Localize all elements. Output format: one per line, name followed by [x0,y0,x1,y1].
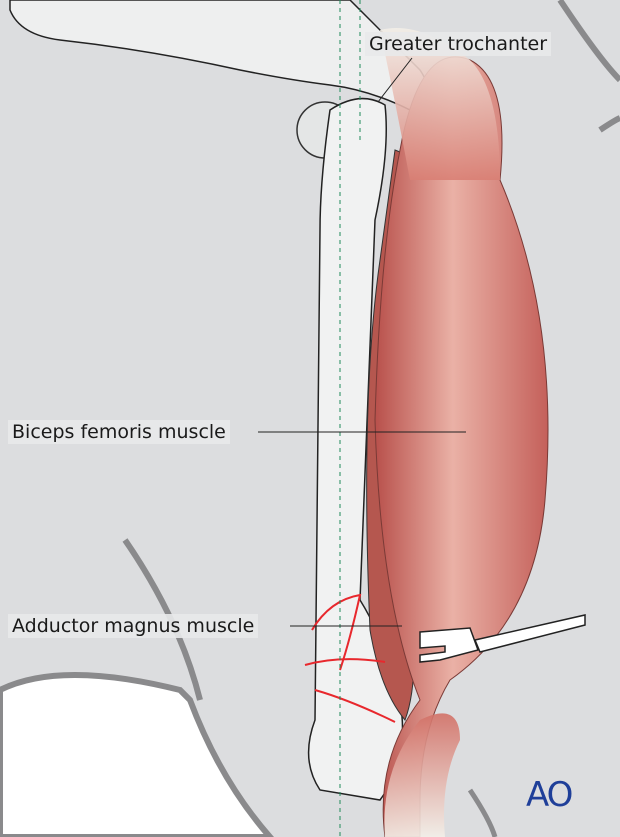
retractor [419,614,586,663]
label-biceps-femoris-muscle: Biceps femoris muscle [8,420,230,444]
skin-outline-5 [467,788,498,837]
skin-outline-3 [557,0,620,83]
ao-logo: AO [526,775,573,815]
skin-outline-4 [598,115,620,133]
tendon-distal [384,713,460,837]
label-adductor-magnus-muscle: Adductor magnus muscle [8,614,259,638]
tendon-proximal [380,28,500,180]
label-greater-trochanter: Greater trochanter [365,32,552,56]
fracture-lines [304,593,396,723]
leader-greater-trochanter [377,57,413,103]
skin-outline [0,672,274,837]
biceps-femoris-muscle [374,56,549,837]
